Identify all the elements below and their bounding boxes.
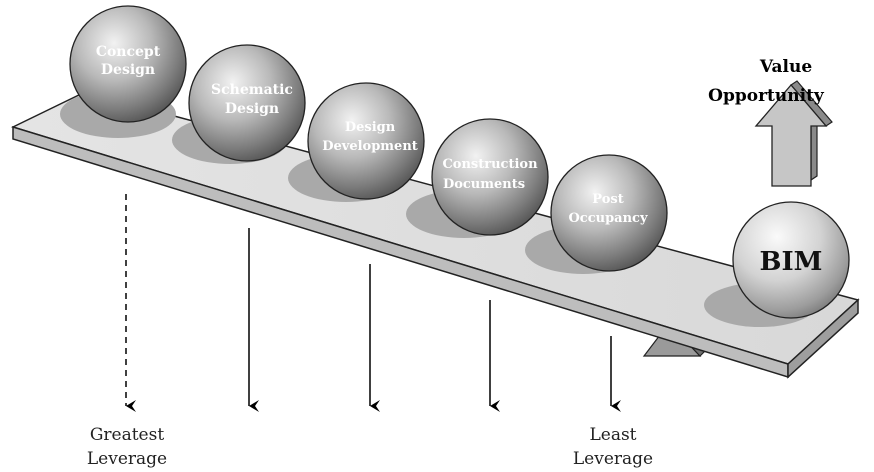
- leverage-arrows: [125, 194, 621, 412]
- value-label-line1: Value: [759, 57, 812, 77]
- ball-label-line1: Design: [345, 120, 396, 135]
- value-opportunity-arrow: [754, 80, 833, 187]
- greatest-leverage-line1: Greatest: [90, 425, 165, 445]
- ball-label-line2: Design: [225, 101, 279, 117]
- ball-label-line1: Post: [592, 192, 623, 207]
- ball-label-line1: Construction: [442, 157, 538, 172]
- phase-ball-concept-design: Concept Design: [69, 5, 187, 123]
- phase-ball-schematic-design: Schematic Design: [188, 44, 306, 162]
- ball-label-line2: Development: [322, 139, 418, 154]
- bim-ball: BIM: [732, 201, 850, 319]
- greatest-leverage-line2: Leverage: [87, 449, 167, 469]
- ball-label-line1: Concept: [96, 44, 161, 60]
- ball-label-line2: Design: [101, 62, 155, 78]
- least-leverage-line1: Least: [589, 425, 636, 445]
- least-leverage-line2: Leverage: [573, 449, 653, 469]
- phase-ball-construction-documents: Construction Documents: [431, 118, 549, 236]
- ball-label-line2: Occupancy: [568, 211, 647, 226]
- value-label-line2: Opportunity: [708, 86, 825, 106]
- phase-ball-design-development: Design Development: [307, 82, 425, 200]
- ball-label-line2: Documents: [443, 177, 525, 192]
- phase-ball-post-occupancy: Post Occupancy: [550, 154, 668, 272]
- bim-label: BIM: [760, 247, 823, 277]
- ball-label-line1: Schematic: [211, 82, 293, 98]
